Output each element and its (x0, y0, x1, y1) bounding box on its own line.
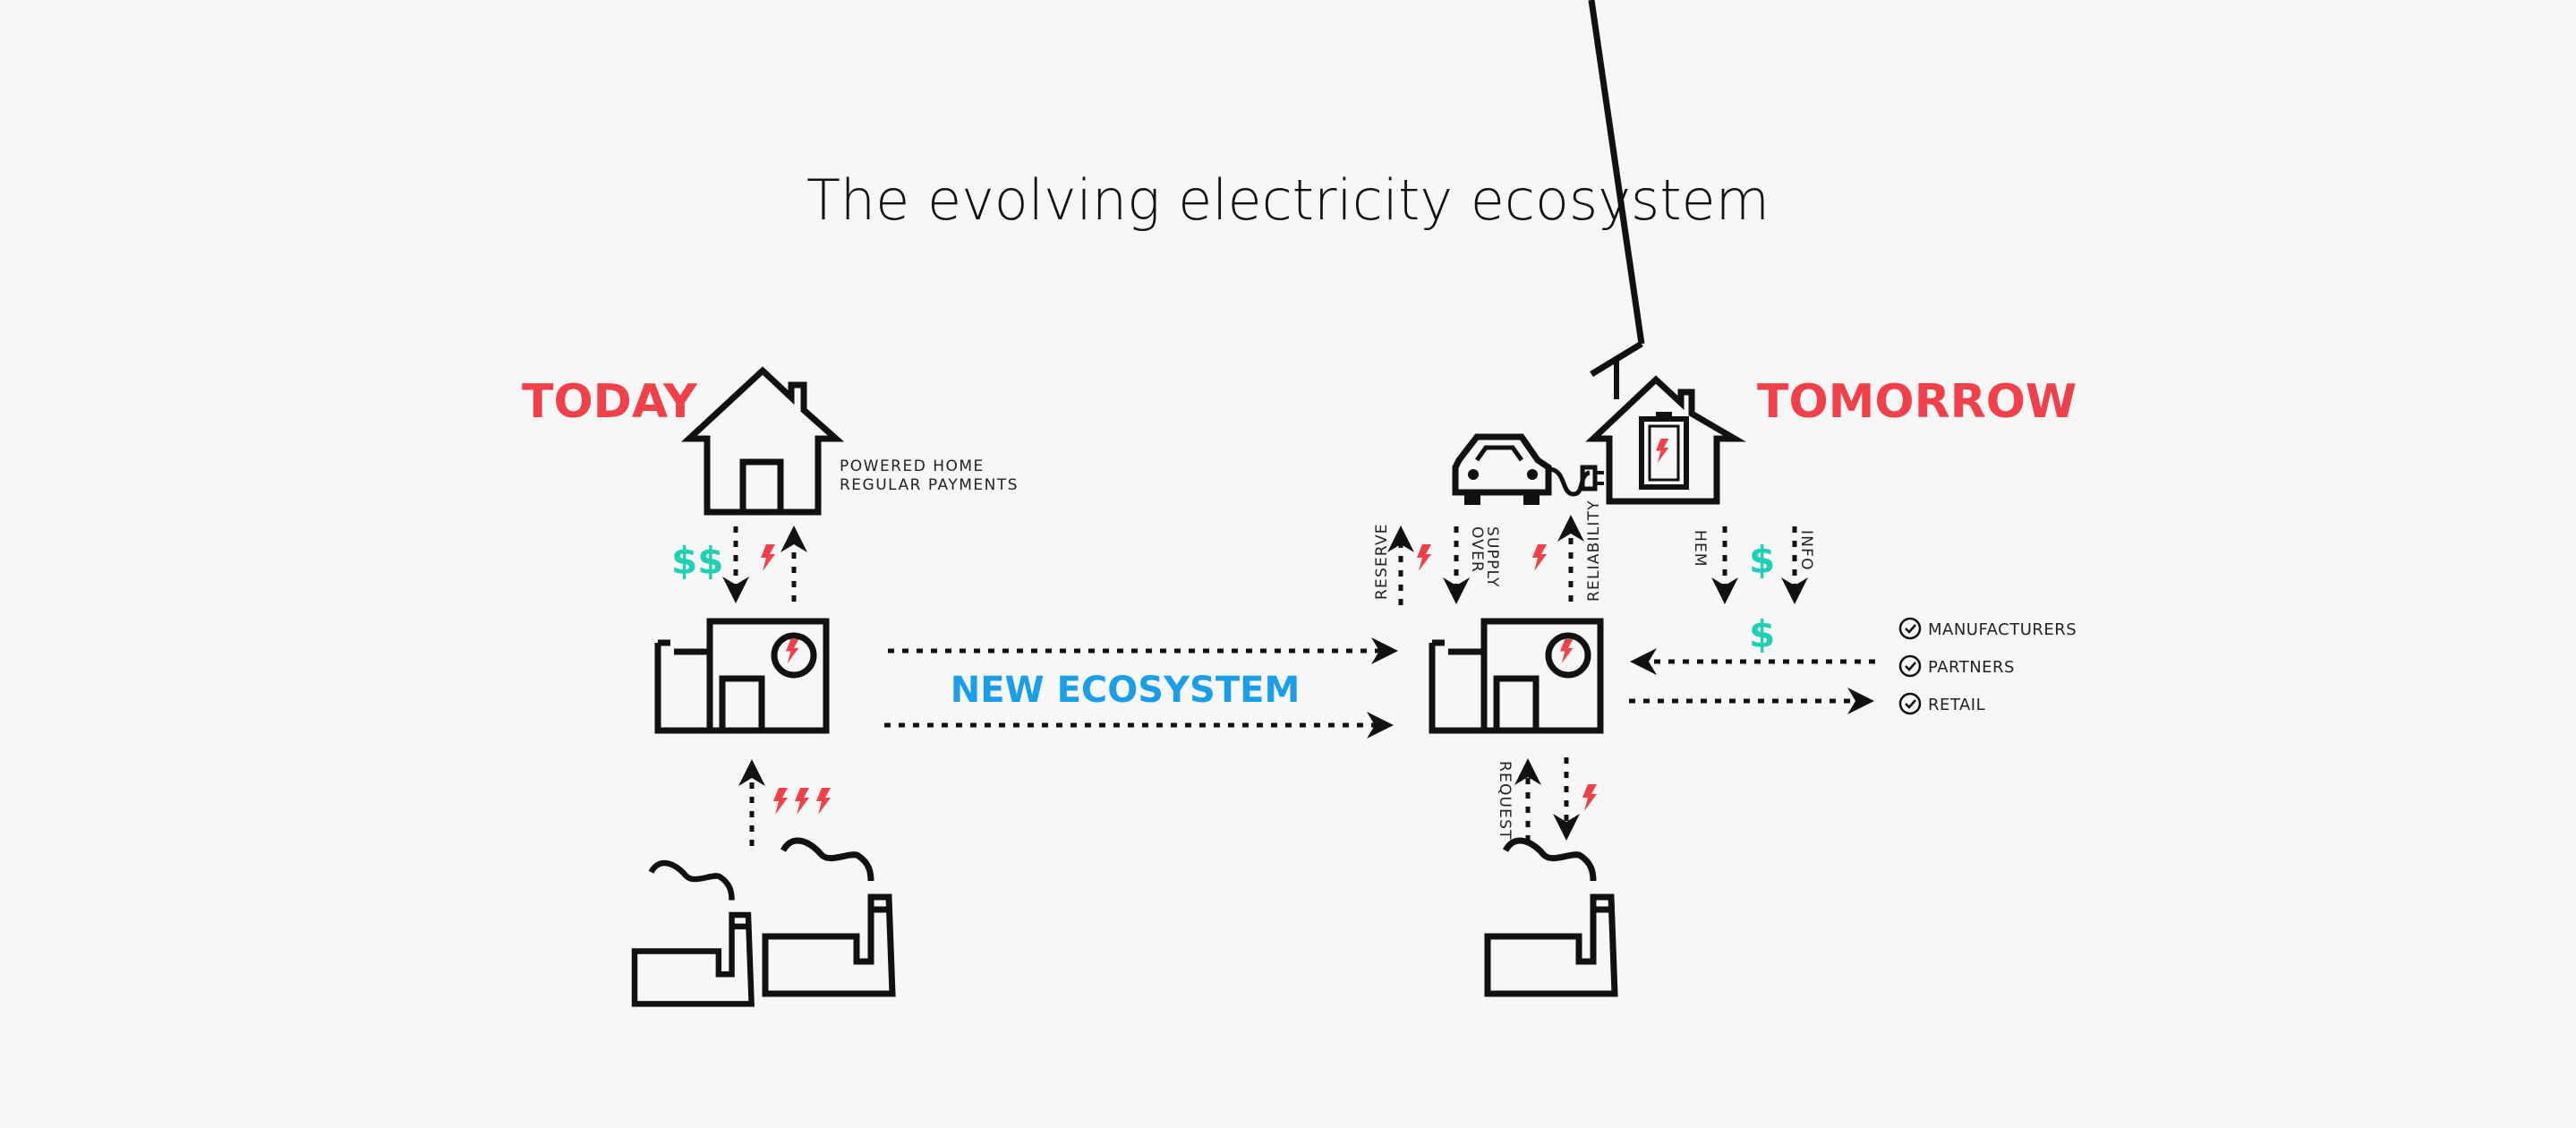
lightning-bolt-icon (761, 544, 775, 571)
electric-car-icon (1452, 433, 1604, 505)
lightning-bolt-icon (1560, 639, 1574, 663)
lightning-bolt-icon (1532, 544, 1547, 571)
tomorrow-label: TOMORROW (1757, 375, 2077, 429)
partner-manufacturers: MANUFACTURERS (1928, 620, 2077, 639)
lightning-bolt-icon (816, 788, 831, 815)
house-icon (689, 371, 836, 512)
lightning-bolt-icon (1582, 784, 1597, 811)
lightning-bolt-icon (1417, 544, 1431, 571)
partner-dollar: $ (1749, 612, 1775, 656)
lightning-bolt-icon (786, 639, 799, 663)
reserve-label: RESERVE (1373, 523, 1391, 600)
check-circle-icon (1898, 617, 1922, 640)
supply-label: SUPPLY (1483, 526, 1501, 588)
info-label: INFO (1797, 530, 1815, 571)
page-title: The evolving electricity ecosystem (806, 167, 1770, 233)
over-label: OVER (1468, 526, 1486, 573)
partner-retail: RETAIL (1928, 696, 1985, 714)
smart-home-battery-icon (1585, 0, 1746, 505)
utility-building-icon (658, 621, 826, 731)
power-plant-icon (765, 841, 892, 994)
partner-partners: PARTNERS (1928, 658, 2015, 677)
power-plant-icon (1488, 841, 1615, 994)
utility-building-icon (1432, 621, 1600, 731)
request-label: REQUEST (1496, 761, 1514, 841)
today-label: TODAY (522, 375, 698, 429)
hem-dollar: $ (1749, 538, 1775, 582)
home-note-powered: POWERED HOME (840, 457, 985, 475)
hem-label: HEM (1691, 530, 1709, 568)
power-plant-icon (635, 863, 752, 1004)
check-circle-icon (1898, 692, 1922, 715)
lightning-bolt-icon (795, 788, 809, 815)
new-ecosystem-label: NEW ECOSYSTEM (951, 670, 1301, 711)
payment-dollars: $$ (671, 539, 723, 583)
lightning-bolt-icon (773, 788, 788, 815)
check-circle-icon (1898, 654, 1922, 678)
home-note-payments: REGULAR PAYMENTS (840, 476, 1019, 494)
reliability-label: RELIABILITY (1585, 500, 1603, 602)
